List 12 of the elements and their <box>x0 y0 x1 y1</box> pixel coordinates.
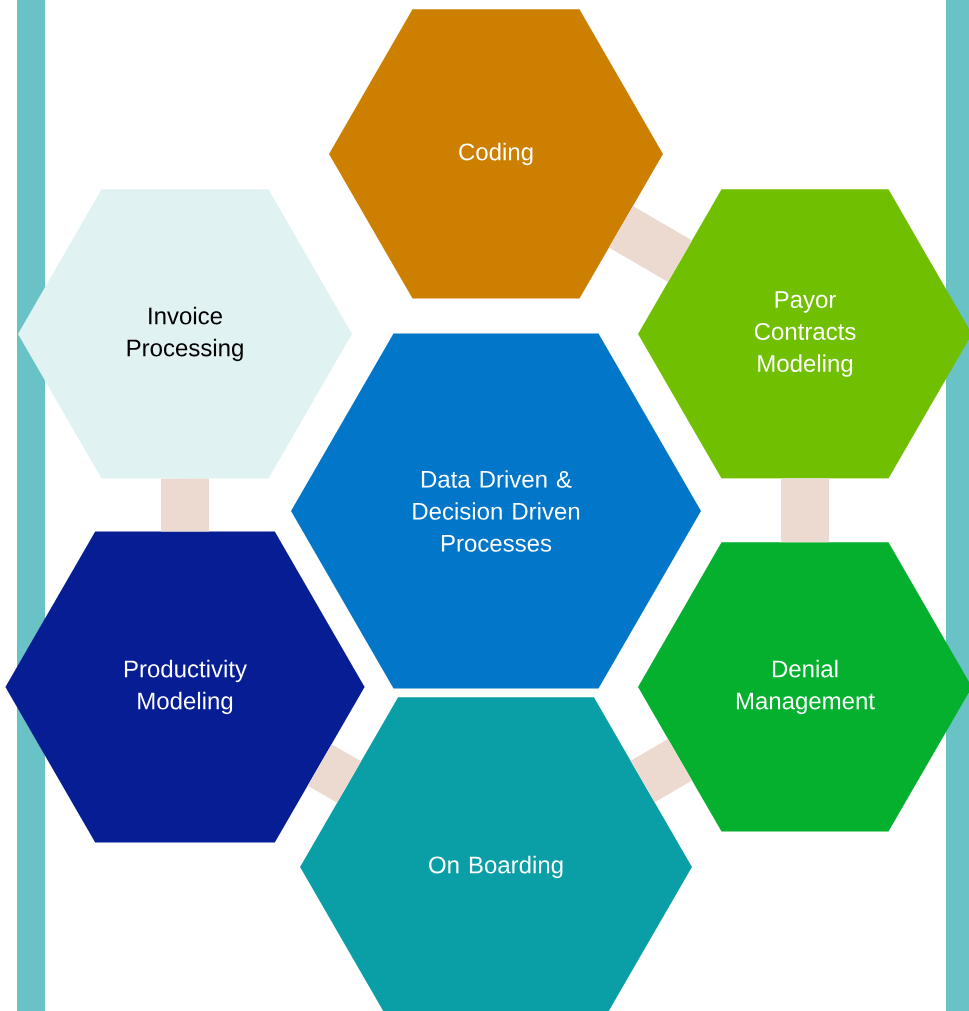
connector-band <box>307 744 362 803</box>
hexagon: Coding <box>329 9 663 299</box>
hexagon: Invoice Processing <box>18 189 352 479</box>
connector-band <box>781 478 830 543</box>
hexagon: Data Driven & Decision Driven Processes <box>291 333 701 689</box>
hexagon: Payor Contracts Modeling <box>638 189 969 479</box>
hexagon: Denial Management <box>638 542 969 832</box>
connector-band <box>630 739 693 803</box>
hexagon: On Boarding <box>300 697 692 1011</box>
connector-band <box>608 206 693 282</box>
connector-band <box>161 478 210 532</box>
hexagon: Productivity Modeling <box>5 531 365 843</box>
